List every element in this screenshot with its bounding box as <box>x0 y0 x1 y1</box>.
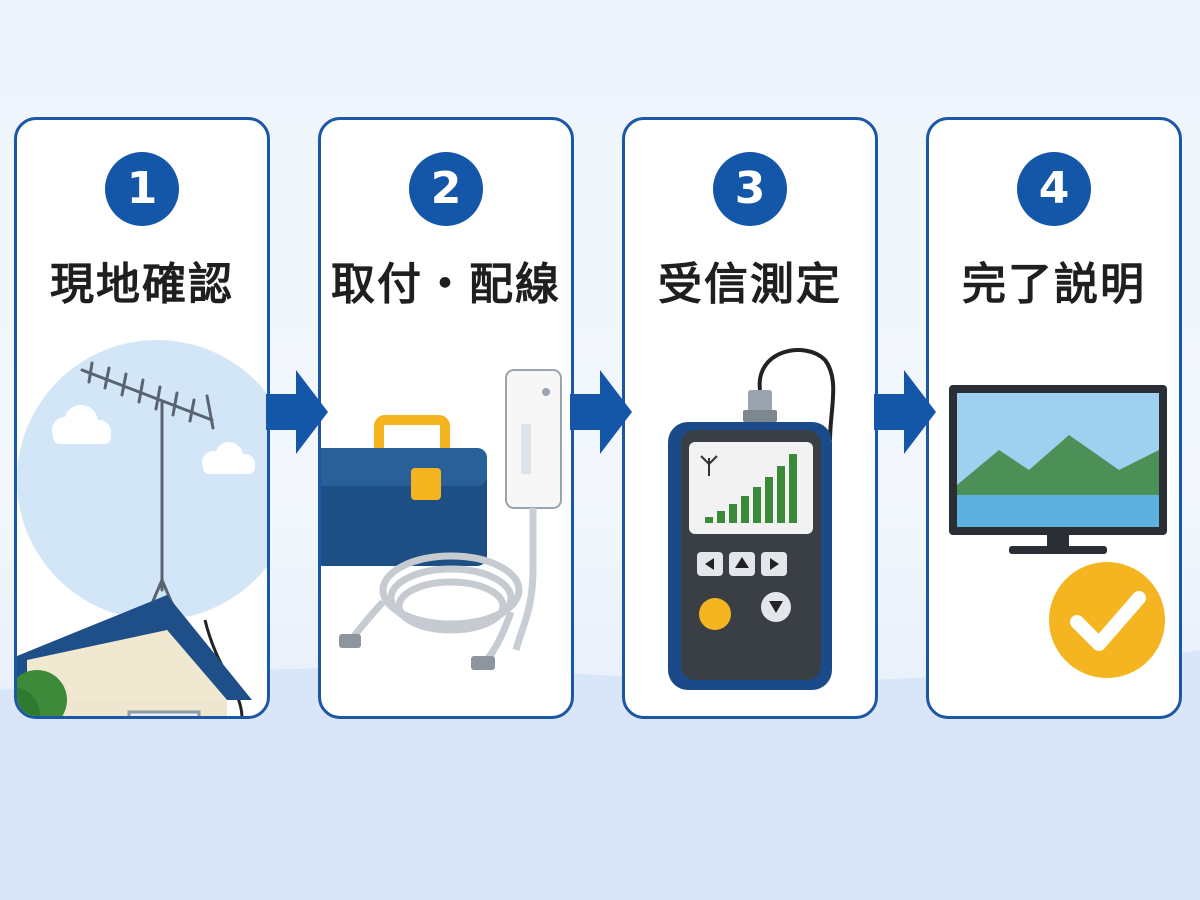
arrow-right-icon <box>874 370 936 454</box>
antenna-icon <box>700 455 718 476</box>
step-title: 取付・配線 <box>331 259 561 310</box>
step-number-badge: 2 <box>409 152 483 226</box>
arrow-right-icon <box>266 370 328 454</box>
step-number-badge: 3 <box>713 152 787 226</box>
signal-bars-icon <box>705 454 797 523</box>
checkmark-icon <box>1049 562 1165 678</box>
step-number-badge: 4 <box>1017 152 1091 226</box>
toolbox-cable-icon <box>321 369 562 670</box>
step-title: 完了説明 <box>962 259 1146 310</box>
step-number-badge: 1 <box>105 152 179 226</box>
step-title: 受信測定 <box>658 259 842 310</box>
window-icon <box>127 710 201 716</box>
step-card-4: 4 完了説明 <box>926 117 1182 719</box>
step-card-1: 1 現地確認 <box>14 117 270 719</box>
step-card-2: 2 取付・配線 <box>318 117 574 719</box>
step-title: 現地確認 <box>50 259 234 310</box>
house-antenna-icon <box>17 340 267 716</box>
signal-meter-icon <box>668 348 836 690</box>
arrow-right-icon <box>570 370 632 454</box>
confirm-button-icon <box>699 598 731 630</box>
step-card-3: 3 受信測定 <box>622 117 878 719</box>
tv-check-icon <box>949 385 1167 678</box>
cloud-icon <box>52 405 111 444</box>
